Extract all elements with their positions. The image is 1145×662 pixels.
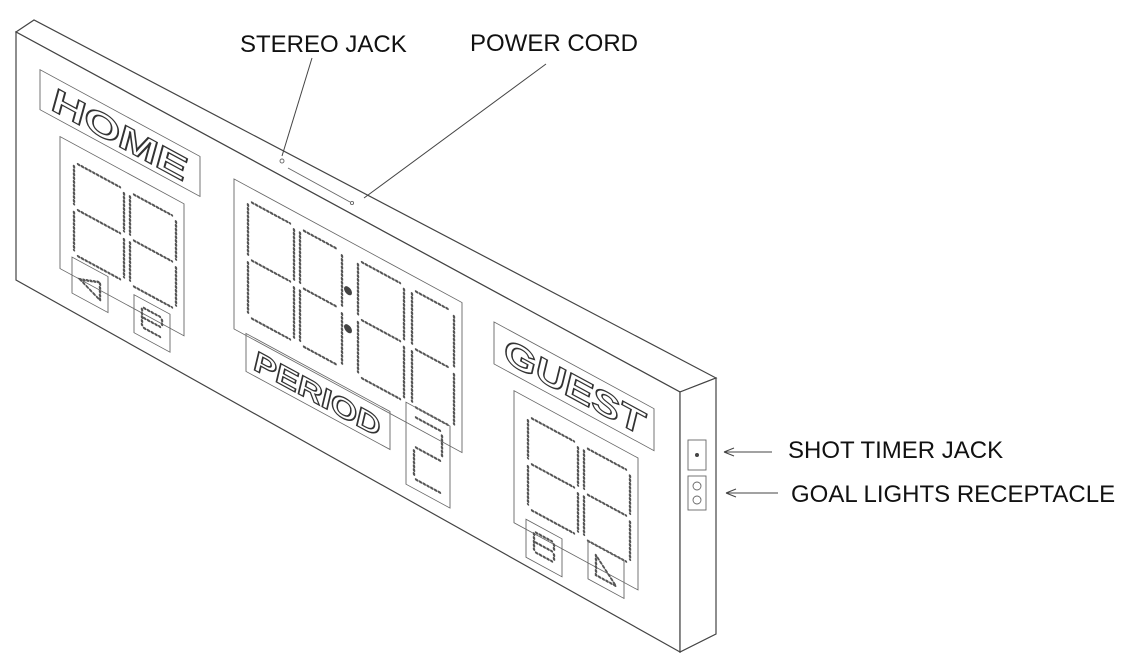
shot-timer-jack-port bbox=[687, 439, 707, 471]
stereo-jack-leader bbox=[281, 57, 313, 157]
home-score-digit-tens bbox=[72, 162, 126, 281]
home-score-digit-ones bbox=[128, 193, 178, 309]
clock-digit-3 bbox=[356, 260, 406, 401]
power-cord-callout: POWER CORD bbox=[470, 30, 638, 57]
guest-bonus-indicator bbox=[525, 518, 563, 578]
home-possession-indicator bbox=[71, 256, 109, 314]
scoreboard-cabinet bbox=[14, 19, 718, 654]
power-cord-slot bbox=[287, 167, 355, 206]
guest-score-digit-tens bbox=[526, 417, 580, 535]
goal-lights-receptacle-callout: GOAL LIGHTS RECEPTACLE bbox=[791, 481, 1115, 508]
period-display bbox=[405, 401, 451, 509]
clock-digit-2 bbox=[298, 229, 344, 367]
clock-digit-1 bbox=[246, 201, 296, 341]
game-clock-display bbox=[233, 178, 463, 454]
clock-colon bbox=[344, 286, 352, 334]
shot-timer-jack-leader bbox=[723, 447, 772, 457]
cabinet-side-face bbox=[679, 377, 717, 653]
home-bonus-indicator bbox=[133, 293, 171, 353]
guest-score-display bbox=[513, 390, 639, 591]
goal-lights-receptacle-port bbox=[687, 475, 707, 511]
stereo-jack-callout: STEREO JACK bbox=[240, 31, 407, 58]
home-score-display bbox=[59, 135, 185, 337]
power-cord-leader bbox=[363, 63, 547, 199]
goal-lights-receptacle-leader bbox=[725, 488, 778, 498]
shot-timer-jack-callout: SHOT TIMER JACK bbox=[788, 437, 1003, 464]
stereo-jack-port bbox=[279, 158, 285, 164]
